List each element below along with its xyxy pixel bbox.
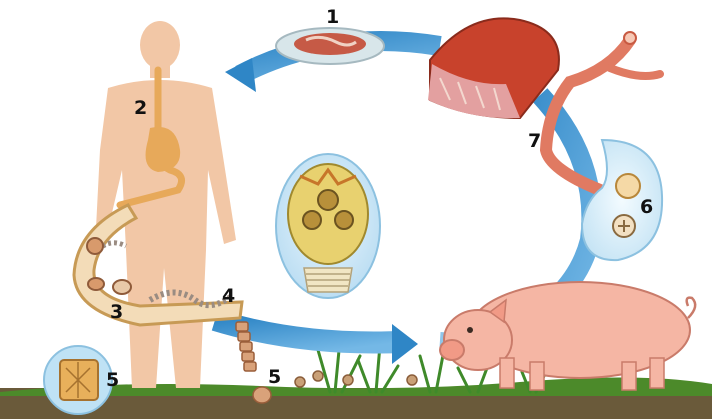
step-label-7: 7	[528, 130, 541, 152]
step-label-3: 3	[110, 301, 123, 323]
step-label-5-ground: 5	[268, 366, 281, 388]
plate-with-meat	[276, 28, 384, 64]
eggs-on-ground	[295, 371, 417, 387]
step-label-1: 1	[326, 6, 339, 28]
step-label-4: 4	[222, 285, 235, 307]
human-figure	[96, 21, 236, 388]
cysticercus-illustration	[276, 154, 380, 298]
step-label-6: 6	[640, 196, 653, 218]
step-label-2: 2	[134, 97, 147, 119]
step-label-5-closeup: 5	[106, 369, 119, 391]
pig	[440, 282, 695, 390]
egg-closeup	[44, 346, 112, 414]
